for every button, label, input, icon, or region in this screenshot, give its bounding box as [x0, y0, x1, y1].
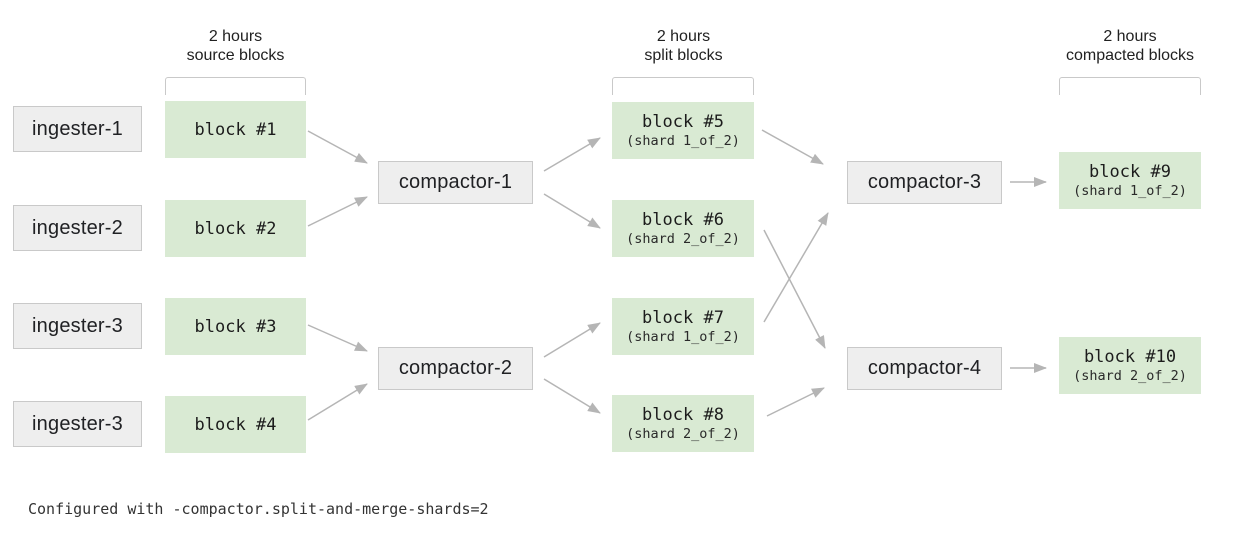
- header-line: 2 hours: [208, 28, 263, 45]
- block-label: block #6: [642, 210, 724, 230]
- compactor-label: compactor-3: [867, 171, 982, 193]
- arrow-compactor1-to-block6: [543, 193, 601, 229]
- arrow-block8-to-compactor4: [766, 387, 825, 417]
- block-label: block #10: [1083, 347, 1177, 367]
- shard-label: (shard 1_of_2): [626, 133, 740, 149]
- compactor-1-node: compactor-1: [378, 161, 533, 204]
- column-header-source-blocks: 2 hours source blocks: [155, 27, 316, 65]
- block-label: block #9: [1089, 162, 1171, 182]
- ingester-label: ingester-3: [32, 412, 123, 435]
- compactor-label: compactor-1: [398, 171, 513, 193]
- arrow-block5-to-compactor3: [761, 129, 824, 165]
- header-line: 2 hours: [1103, 28, 1157, 45]
- arrow-block1-to-compactor1: [307, 130, 368, 164]
- arrow-block4-to-compactor2: [307, 383, 368, 421]
- ingester-4-node: ingester-3: [13, 401, 142, 447]
- ingester-label: ingester-1: [32, 117, 123, 140]
- shard-label: (shard 1_of_2): [1073, 183, 1187, 199]
- compactor-label: compactor-2: [398, 357, 513, 379]
- split-block-5: block #5 (shard 1_of_2): [612, 102, 754, 159]
- arrow-block2-to-compactor1: [307, 196, 368, 227]
- shard-label: (shard 2_of_2): [1073, 368, 1187, 384]
- block-label: block #1: [194, 119, 277, 140]
- source-block-3: block #3: [165, 298, 306, 355]
- arrow-block7-to-compactor3: [763, 212, 829, 323]
- block-label: block #7: [642, 308, 724, 328]
- block-label: block #5: [642, 112, 724, 132]
- arrow-compactor2-to-block8: [543, 378, 601, 414]
- split-block-8: block #8 (shard 2_of_2): [612, 395, 754, 452]
- ingester-label: ingester-3: [32, 314, 123, 337]
- split-block-7: block #7 (shard 1_of_2): [612, 298, 754, 355]
- compactor-3-node: compactor-3: [847, 161, 1002, 204]
- source-block-4: block #4: [165, 396, 306, 453]
- time-range-bracket-split: [612, 77, 754, 95]
- ingester-label: ingester-2: [32, 216, 123, 239]
- column-header-compacted-blocks: 2 hours compacted blocks: [1040, 27, 1220, 65]
- header-line: compacted blocks: [1065, 47, 1195, 64]
- split-block-6: block #6 (shard 2_of_2): [612, 200, 754, 257]
- arrow-compactor2-to-block7: [543, 322, 601, 358]
- block-label: block #3: [194, 316, 277, 337]
- shard-label: (shard 1_of_2): [626, 329, 740, 345]
- column-header-split-blocks: 2 hours split blocks: [603, 27, 764, 65]
- header-line: source blocks: [186, 47, 285, 64]
- compactor-4-node: compactor-4: [847, 347, 1002, 390]
- block-label: block #2: [194, 218, 277, 239]
- ingester-2-node: ingester-2: [13, 205, 142, 251]
- block-label: block #8: [642, 405, 724, 425]
- block-label: block #4: [194, 414, 277, 435]
- compactor-label: compactor-4: [867, 357, 982, 379]
- ingester-1-node: ingester-1: [13, 106, 142, 152]
- source-block-1: block #1: [165, 101, 306, 158]
- header-line: split blocks: [644, 47, 723, 64]
- compacted-block-9: block #9 (shard 1_of_2): [1059, 152, 1201, 209]
- arrow-block6-to-compactor4: [763, 229, 826, 349]
- arrow-compactor1-to-block5: [543, 137, 601, 172]
- header-line: 2 hours: [656, 28, 711, 45]
- shard-label: (shard 2_of_2): [626, 231, 740, 247]
- compacted-block-10: block #10 (shard 2_of_2): [1059, 337, 1201, 394]
- compactor-2-node: compactor-2: [378, 347, 533, 390]
- configuration-caption: Configured with -compactor.split-and-mer…: [28, 500, 489, 518]
- arrow-block3-to-compactor2: [307, 324, 368, 352]
- time-range-bracket-compacted: [1059, 77, 1201, 95]
- shard-label: (shard 2_of_2): [626, 426, 740, 442]
- ingester-3-node: ingester-3: [13, 303, 142, 349]
- time-range-bracket-source: [165, 77, 306, 95]
- source-block-2: block #2: [165, 200, 306, 257]
